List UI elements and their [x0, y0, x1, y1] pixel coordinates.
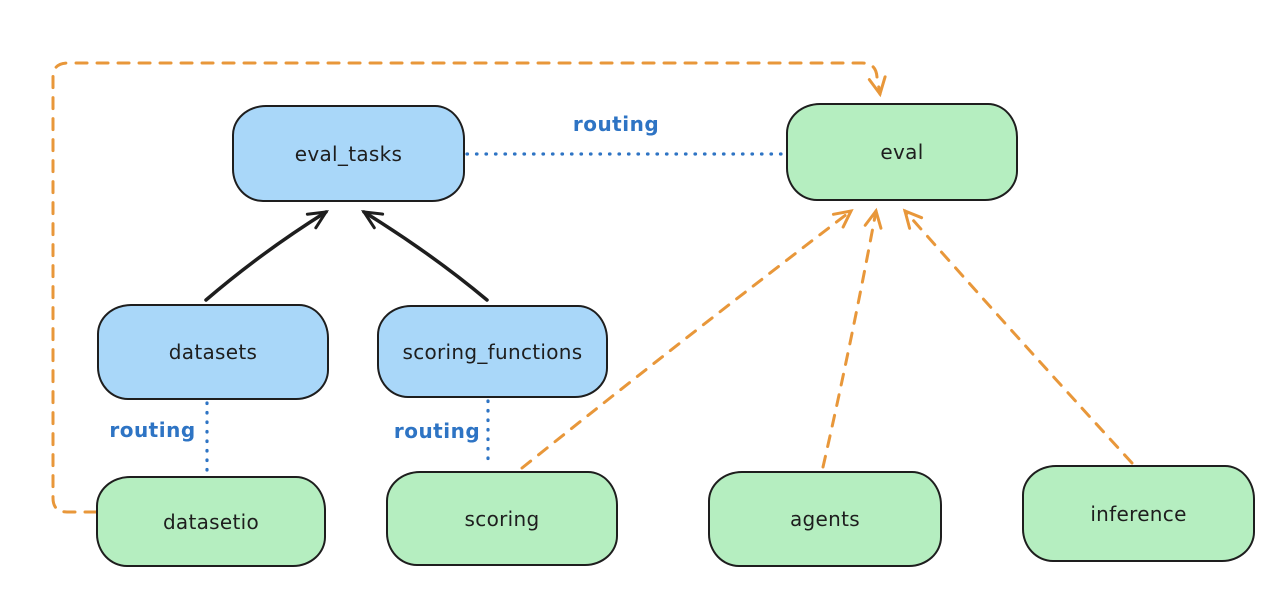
edge-agents-to-eval [821, 207, 883, 469]
node-datasetio-label: datasetio [162, 509, 260, 534]
node-eval-tasks: eval_tasks [232, 105, 465, 202]
node-datasetio: datasetio [96, 476, 326, 567]
routing-label-scoring_functions-scoring: routing [393, 419, 481, 443]
node-eval-label: eval [880, 140, 924, 164]
node-scoring-functions: scoring_functions [377, 305, 608, 398]
node-eval: eval [786, 103, 1018, 201]
edge-scoring-to-eval [520, 208, 854, 470]
node-agents: agents [708, 471, 942, 567]
node-datasets-label: datasets [168, 340, 258, 364]
node-scoring: scoring [386, 471, 618, 566]
edge-inference-to-eval [902, 208, 1134, 465]
node-scoring-label: scoring [464, 506, 540, 531]
node-agents-label: agents [790, 507, 860, 531]
node-eval-tasks-label: eval_tasks [294, 141, 403, 166]
edge-datasetio-to-eval [51, 61, 887, 514]
routing-label-datasets-datasetio: routing [109, 418, 196, 442]
edge-scoring_functions-to-eval_tasks [361, 210, 489, 302]
routing-label-eval_tasks-eval: routing [572, 112, 660, 136]
edge-datasets-to-eval_tasks [204, 210, 329, 302]
node-datasets: datasets [97, 304, 329, 400]
node-scoring-functions-label: scoring_functions [402, 339, 583, 364]
node-inference-label: inference [1090, 501, 1187, 526]
node-inference: inference [1022, 465, 1255, 562]
